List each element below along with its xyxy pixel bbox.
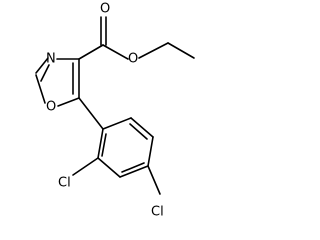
ethyl-c1-oxygen-bond [138, 42, 169, 59]
carbonyl-oxygen-label: O [100, 2, 110, 17]
benzene-inner-double-bond-3 [129, 123, 148, 140]
chemical-structure-diagram: O O N O Cl Cl [35, 2, 195, 220]
oxazole-c5-oxygen-bond [57, 97, 80, 107]
benzene-c4-c5-bond [147, 136, 154, 167]
benzene-c6-c1-bond [102, 117, 132, 130]
benzene-inner-double-bond-2 [121, 162, 145, 173]
ethyl-c1-c2-bond [167, 42, 195, 59]
benzene-c3-c4-bond [119, 165, 149, 178]
benzene-c5-c6-bond [130, 117, 154, 138]
oxazole-n-c2-bond [35, 57, 49, 74]
benzene-c2-c3-bond [97, 157, 121, 178]
ring-oxygen-label: O [46, 100, 56, 115]
oxazole-aryl-bond [78, 97, 104, 130]
chlorine-2-bond [72, 157, 99, 176]
carbonyl-ring-bond [78, 44, 104, 60]
ring-nitrogen-label: N [46, 52, 56, 67]
benzene-inner-double-bond-1 [101, 133, 107, 157]
structure-canvas: O O N O Cl Cl [35, 1, 195, 220]
ester-oxygen-carbonyl-bond [102, 44, 129, 60]
ester-oxygen-label: O [128, 52, 138, 67]
chlorine-2-label: Cl [58, 176, 71, 191]
benzene-c1-c2-bond [97, 128, 104, 159]
chlorine-4-bond [147, 165, 161, 195]
chlorine-4-label: Cl [151, 205, 164, 220]
oxazole-c2-double-bond [40, 64, 50, 82]
oxazole-oxygen-c2-bond [35, 74, 46, 104]
